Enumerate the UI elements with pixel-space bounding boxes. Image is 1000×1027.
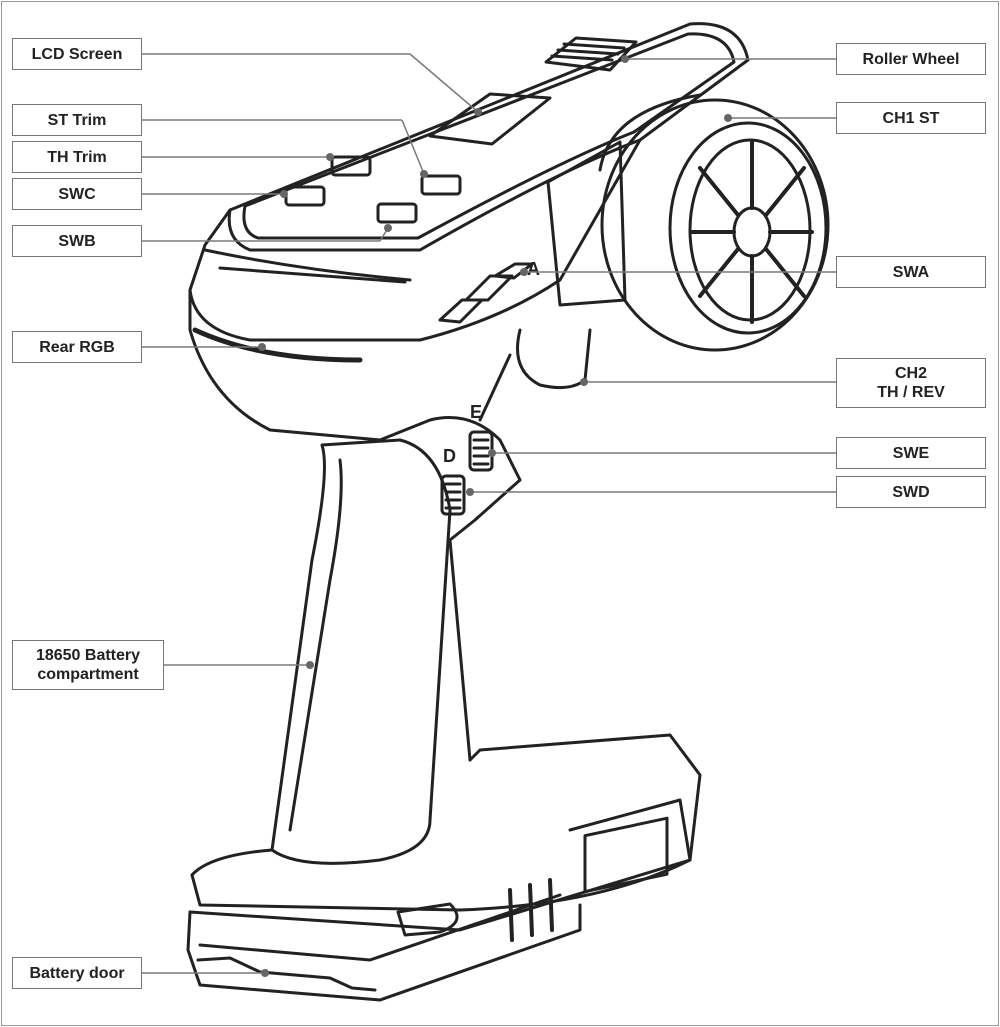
callout-st-trim: ST Trim bbox=[12, 104, 142, 136]
switch-a-letter: A bbox=[527, 259, 540, 279]
switch-e-letter: E bbox=[470, 402, 482, 422]
callout-swc: SWC bbox=[12, 178, 142, 210]
switch-d-letter: D bbox=[443, 446, 456, 466]
callout-roller-wheel: Roller Wheel bbox=[836, 43, 986, 75]
grip-shape bbox=[270, 438, 452, 865]
callout-battery-compartment: 18650 Battery compartment bbox=[12, 640, 164, 690]
callout-th-trim: TH Trim bbox=[12, 141, 142, 173]
callout-swb: SWB bbox=[12, 225, 142, 257]
callout-swe: SWE bbox=[836, 437, 986, 469]
lcd-screen-shape bbox=[428, 92, 552, 146]
callout-swa: SWA bbox=[836, 256, 986, 288]
callout-battery-door: Battery door bbox=[12, 957, 142, 989]
roller-wheel-shape bbox=[544, 36, 638, 72]
callout-rear-rgb: Rear RGB bbox=[12, 331, 142, 363]
callout-swd: SWD bbox=[836, 476, 986, 508]
callout-ch1-st: CH1 ST bbox=[836, 102, 986, 134]
callout-ch2-th-rev: CH2 TH / REV bbox=[836, 358, 986, 408]
callout-lcd-screen: LCD Screen bbox=[12, 38, 142, 70]
